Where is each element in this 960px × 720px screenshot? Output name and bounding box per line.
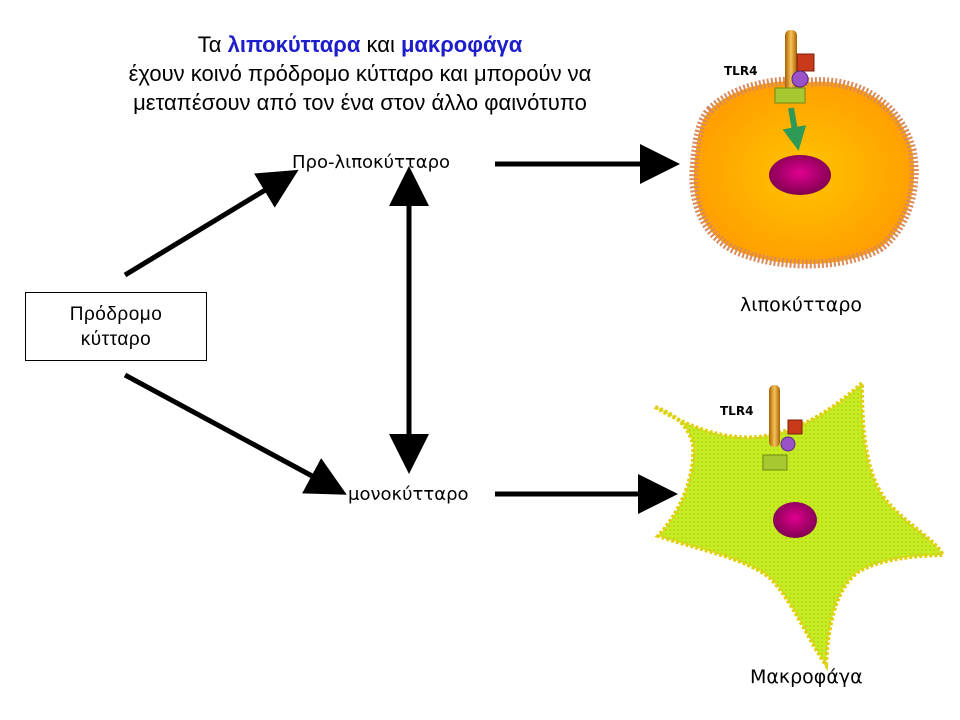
arrow-precursor-to-preadipocyte bbox=[123, 169, 299, 278]
ligand-cube-icon bbox=[787, 419, 803, 435]
receptor-rod-icon bbox=[769, 385, 780, 447]
precursor-label-line-1: Πρόδρομο bbox=[69, 303, 163, 325]
adipocyte-cell bbox=[689, 30, 919, 269]
macrophage-nucleus bbox=[773, 502, 817, 538]
tlr4-label-macrophage: TLR4 bbox=[720, 404, 754, 418]
diagram-title: Τα λιποκύτταρα και μακροφάγα έχουν κοινό… bbox=[60, 30, 660, 117]
ligand-cube-icon bbox=[796, 53, 815, 72]
title-highlight-adipocytes: λιποκύτταρα bbox=[227, 32, 361, 57]
ligand-sphere-icon bbox=[780, 436, 796, 452]
arrow-precursor-to-monocyte bbox=[123, 372, 347, 495]
signal-arrow-icon bbox=[782, 107, 807, 151]
title-text: και bbox=[360, 32, 401, 57]
macrophage-label: Μακροφάγα bbox=[750, 666, 863, 688]
tlr4-label-adipocyte: TLR4 bbox=[724, 64, 758, 78]
receptor-base-icon bbox=[774, 87, 806, 104]
macrophage-cell bbox=[653, 378, 947, 671]
precursor-label-line-2: κύτταρο bbox=[80, 328, 152, 350]
receptor-base-icon bbox=[762, 454, 788, 471]
adipocyte-label: λιποκύτταρο bbox=[740, 294, 863, 316]
ligand-sphere-icon bbox=[791, 70, 809, 88]
title-line-3: μεταπέσουν από τον ένα στον άλλο φαινότυ… bbox=[133, 90, 587, 115]
adipocyte-nucleus bbox=[769, 155, 831, 195]
title-line-2: έχουν κοινό πρόδρομο κύτταρο και μπορούν… bbox=[128, 61, 592, 86]
title-highlight-macrophages: μακροφάγα bbox=[400, 32, 523, 57]
monocyte-label: μονοκύτταρο bbox=[348, 484, 469, 505]
title-line-1: Τα λιποκύτταρα και μακροφάγα bbox=[60, 30, 660, 59]
pre-adipocyte-label: Προ-λιποκύτταρο bbox=[292, 152, 451, 173]
title-text: Τα bbox=[197, 32, 228, 57]
precursor-cell-box: Πρόδρομο κύτταρο bbox=[25, 292, 207, 361]
